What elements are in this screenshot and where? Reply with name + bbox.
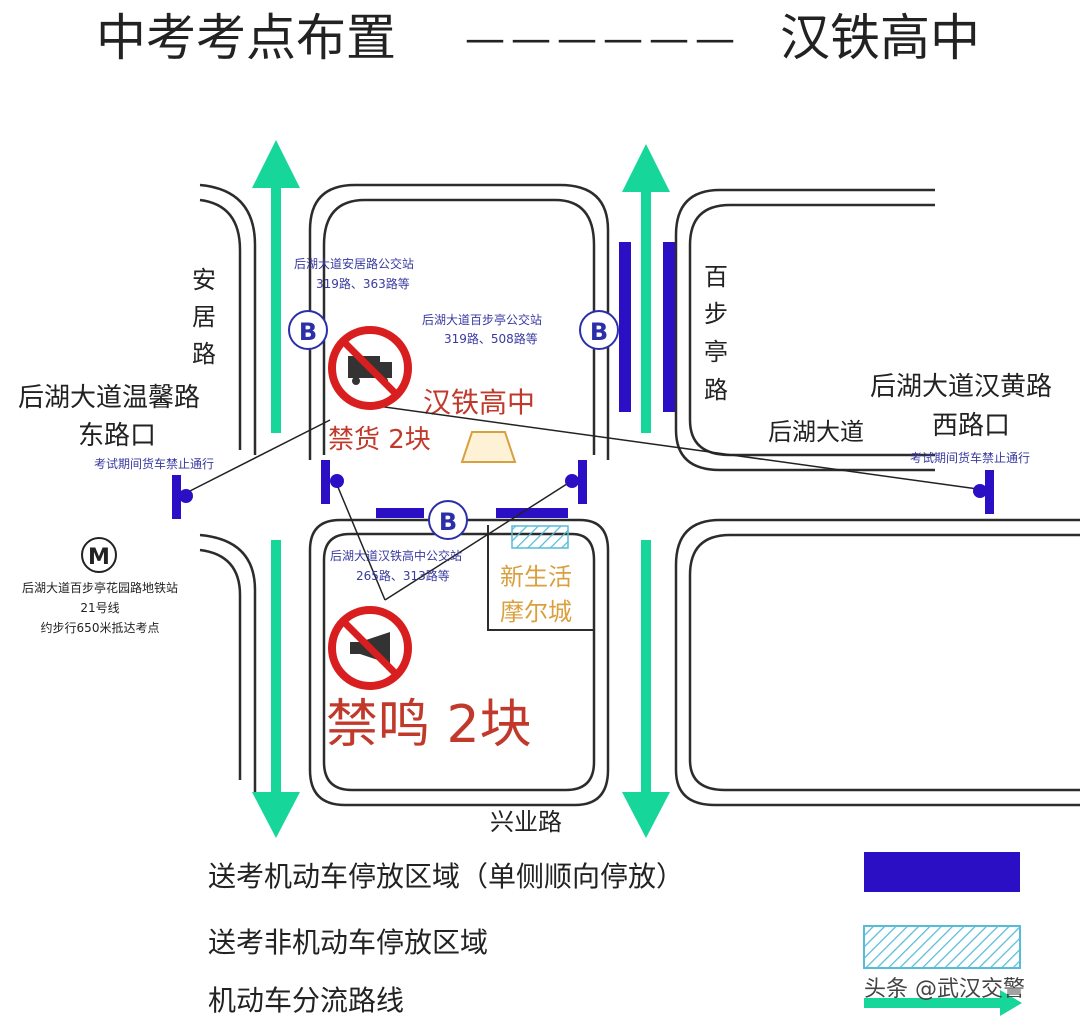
block-bottom-left-inner — [199, 548, 242, 780]
parking-bar-baibuting-east — [663, 242, 675, 412]
block-bottom-right-inner — [688, 533, 1080, 792]
bus-baibuting-name: 后湖大道百步亭公交站 — [422, 312, 542, 327]
block-top-left-outer — [199, 183, 257, 455]
intersection-labels: 后湖大道温馨路 东路口 后湖大道汉黄路 西路口 — [18, 372, 1052, 451]
mall-name-line2: 摩尔城 — [500, 598, 572, 626]
intersection-west-line2: 东路口 — [78, 421, 156, 451]
school-label: 汉铁高中 — [423, 386, 535, 419]
no-truck-sign-icon — [328, 326, 412, 410]
arrow-north-right — [622, 144, 670, 433]
title-dashes: —————— — [465, 16, 741, 62]
bus-stop-baibuting: B — [579, 310, 619, 350]
diversion-route-lines — [185, 404, 986, 601]
title-main-text: 中考考点布置 — [96, 9, 396, 67]
nonmotor-parking-area — [511, 525, 569, 549]
legend-motor-parking-swatch — [864, 852, 1020, 892]
motor-parking-areas — [376, 242, 675, 518]
truck-ban-notice-east: 考试期间货车禁止通行 — [910, 450, 1030, 465]
block-bottom-left-outer — [199, 533, 257, 795]
road-baibuting-char2: 步 — [704, 300, 728, 328]
intersection-west-line1: 后湖大道温馨路 — [18, 383, 200, 413]
road-houhu-dadao: 后湖大道 — [768, 418, 864, 446]
block-top-left-inner — [199, 198, 242, 450]
arrow-north-left — [252, 140, 300, 433]
intersection-east-line2: 西路口 — [932, 411, 1010, 441]
metro-station: M 后湖大道百步亭花园路地铁站 21号线 约步行650米抵达考点 — [22, 537, 178, 635]
bus-baibuting-routes: 319路、508路等 — [444, 331, 538, 346]
metro-walk-distance: 约步行650米抵达考点 — [41, 620, 160, 635]
block-top-center-outer — [308, 183, 610, 460]
mall-outline — [487, 525, 594, 631]
bus-anju-routes: 319路、363路等 — [316, 276, 410, 291]
road-label-baibuting: 百 步 亭 路 — [704, 263, 728, 404]
no-horn-sign-icon — [328, 606, 412, 690]
road-label-anju: 安 居 路 — [192, 266, 216, 368]
bus-stop-baibuting-letter: B — [590, 318, 608, 346]
title-school-text: 汉铁高中 — [780, 9, 980, 67]
legend-motor-parking-label: 送考机动车停放区域（单侧顺向停放） — [208, 860, 684, 893]
arrow-south-left — [252, 540, 300, 838]
block-bottom-right-outer — [674, 518, 1080, 807]
school-gate-icon — [460, 431, 517, 463]
block-bottom-center-inner — [322, 532, 596, 792]
arrow-south-right — [622, 540, 670, 838]
block-bottom-center-outer — [308, 518, 610, 807]
barrier-center-right — [565, 460, 587, 504]
route-line-center-up — [384, 481, 571, 601]
route-line-west — [185, 419, 331, 494]
bus-stop-hantie-letter: B — [439, 508, 457, 536]
bus-stop-anju-letter: B — [299, 318, 317, 346]
legend: 送考机动车停放区域（单侧顺向停放） 送考非机动车停放区域 机动车分流路线 — [208, 852, 1022, 1017]
truck-ban-notice-west: 考试期间货车禁止通行 — [94, 456, 214, 471]
bus-anju-name: 后湖大道安居路公交站 — [294, 256, 414, 271]
parking-bar-houhu-west — [376, 508, 424, 518]
block-top-right-outer — [674, 188, 935, 472]
barrier-east — [973, 470, 994, 514]
road-anju-char3: 路 — [192, 340, 216, 368]
route-line-center-down — [334, 479, 386, 601]
road-baibuting-char1: 百 — [704, 263, 728, 291]
barrier-west — [172, 475, 193, 519]
no-truck-label: 禁货 2块 — [328, 425, 431, 455]
bus-stop-labels: 后湖大道安居路公交站 319路、363路等 后湖大道百步亭公交站 319路、50… — [294, 256, 542, 583]
no-horn-label: 禁鸣 2块 — [326, 695, 532, 755]
road-anju-char1: 安 — [192, 266, 216, 294]
bus-stop-anju: B — [288, 310, 328, 350]
diversion-arrows — [252, 140, 670, 838]
metro-station-name: 后湖大道百步亭花园路地铁站 — [22, 580, 178, 595]
road-xingye: 兴业路 — [490, 808, 562, 836]
legend-diversion-route-label: 机动车分流路线 — [208, 984, 404, 1017]
parking-bar-houhu-east — [496, 508, 568, 518]
road-baibuting-char3: 亭 — [704, 338, 728, 366]
barrier-markers — [172, 460, 994, 519]
mall-name-line1: 新生活 — [500, 563, 572, 591]
legend-diversion-arrow-icon — [864, 990, 1022, 1016]
watermark: 头条 @武汉交警 — [864, 977, 1025, 1002]
intersection-east-line1: 后湖大道汉黄路 — [870, 372, 1052, 402]
road-anju-char2: 居 — [192, 303, 216, 331]
metro-icon-letter: M — [88, 545, 110, 570]
road-labels: 安 居 路 百 步 亭 路 后湖大道 兴业路 — [192, 263, 864, 836]
bus-stop-hantie: B — [428, 500, 468, 540]
block-top-center-inner — [322, 198, 596, 455]
bus-hantie-name: 后湖大道汉铁高中公交站 — [330, 548, 462, 563]
route-line-east — [369, 404, 986, 491]
barrier-center-left — [321, 460, 344, 504]
legend-nonmotor-parking-label: 送考非机动车停放区域 — [208, 926, 488, 959]
road-baibuting-char4: 路 — [704, 376, 728, 404]
bus-hantie-routes: 265路、313路等 — [356, 568, 450, 583]
parking-bar-baibuting-west — [619, 242, 631, 412]
metro-line: 21号线 — [80, 601, 119, 615]
legend-nonmotor-parking-swatch — [863, 925, 1021, 969]
page-title: 中考考点布置 —————— 汉铁高中 — [96, 9, 980, 67]
